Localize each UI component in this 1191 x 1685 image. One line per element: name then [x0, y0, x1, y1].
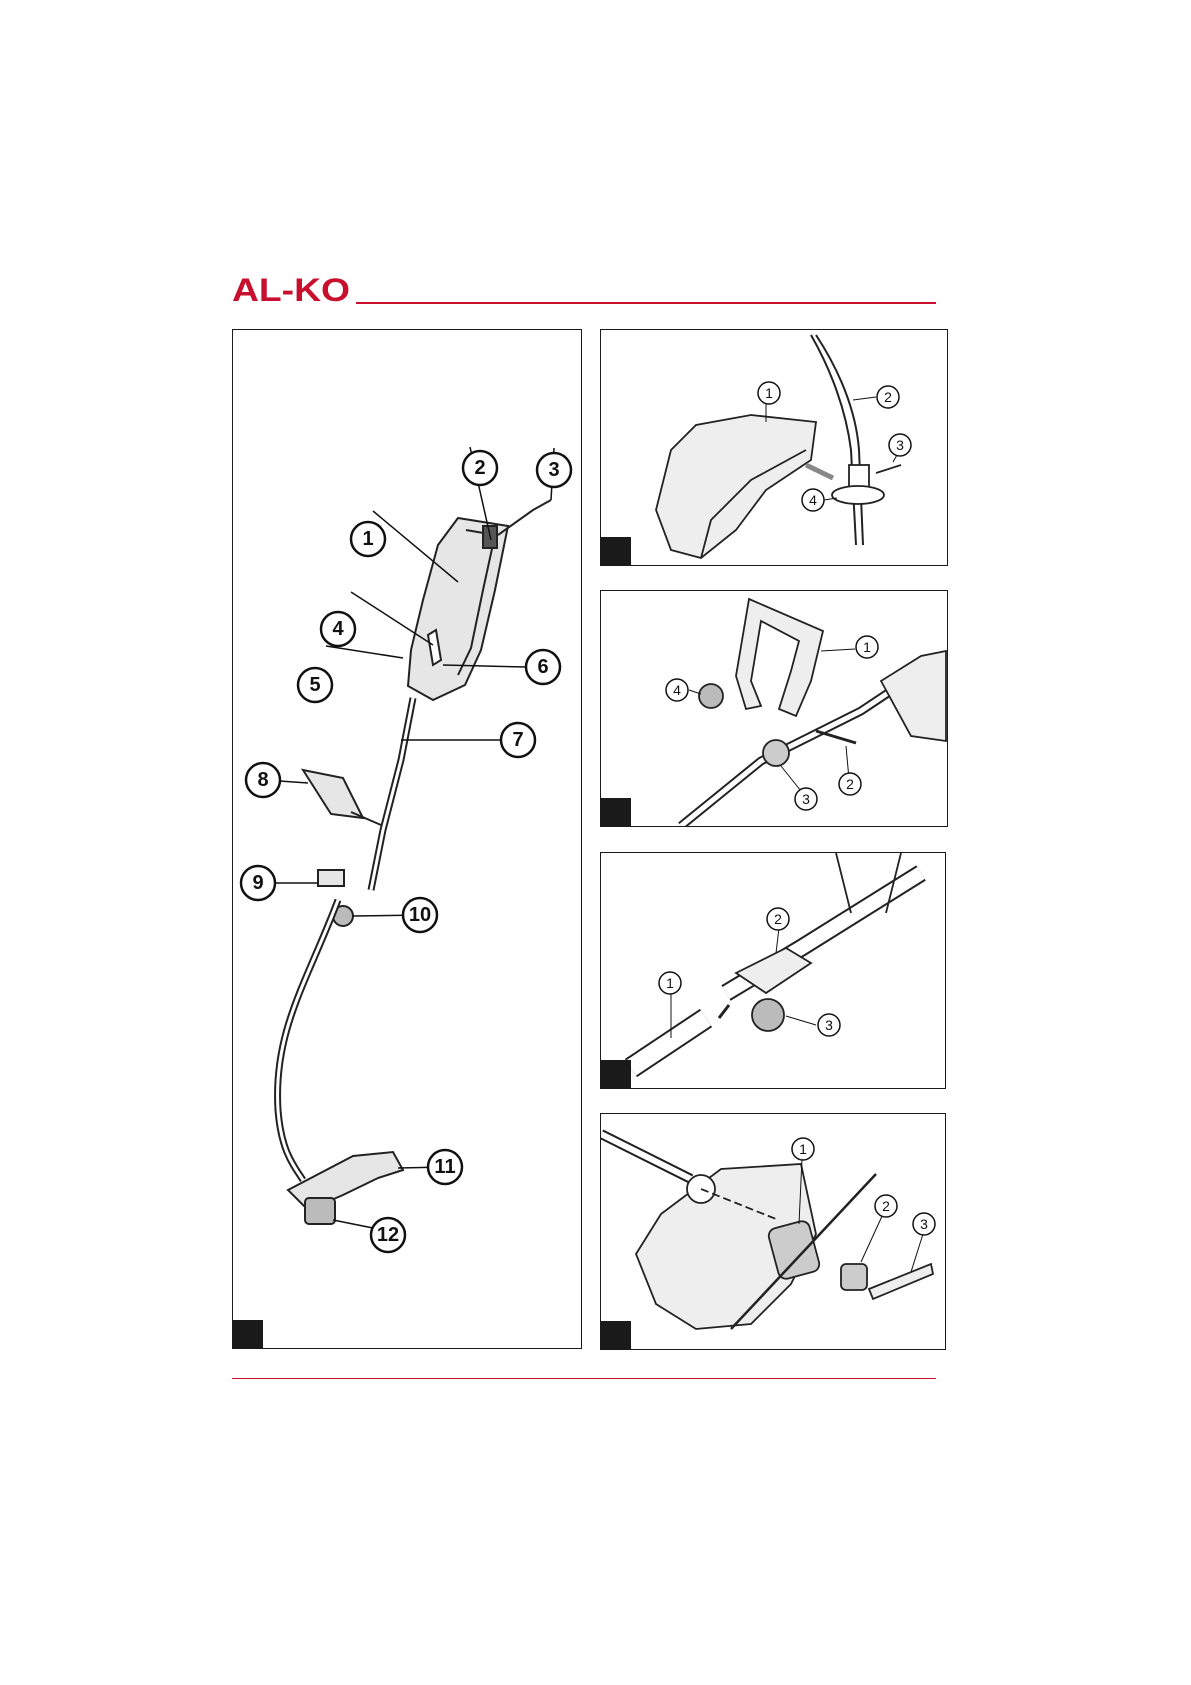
callout-10: 10 [409, 904, 431, 926]
callout-1: 1 [863, 639, 871, 655]
footer-rule [232, 1378, 936, 1379]
callout-4: 4 [673, 682, 681, 698]
trimmer-overview-drawing: 1 2 3 4 5 6 7 8 9 10 11 12 [233, 330, 582, 1349]
callout-2: 2 [474, 457, 485, 479]
figure-number-tab [601, 1060, 631, 1088]
callout-3: 3 [802, 791, 810, 807]
callout-8: 8 [257, 769, 268, 791]
figure-number-tab [601, 798, 631, 826]
callout-1: 1 [666, 975, 674, 991]
spool-assembly-drawing: 1 2 3 [601, 1114, 946, 1350]
callout-2: 2 [884, 389, 892, 405]
handle-mounting-drawing: 1 2 3 4 [601, 591, 948, 827]
callout-3: 3 [920, 1216, 928, 1232]
callout-4: 4 [332, 618, 344, 640]
callout-4: 4 [809, 492, 817, 508]
callout-1: 1 [799, 1141, 807, 1157]
callout-5: 5 [309, 674, 320, 696]
logo-text: AL-KO [232, 272, 350, 308]
al-ko-logo: AL-KO [232, 272, 352, 308]
callout-3: 3 [896, 437, 904, 453]
figure-number-tab [601, 1321, 631, 1349]
trimmer-overview-figure: 1 2 3 4 5 6 7 8 9 10 11 12 [232, 329, 582, 1349]
figure-number-tab [233, 1320, 263, 1348]
callout-6: 6 [537, 656, 548, 678]
shaft-joining-figure: 1 2 3 [600, 852, 946, 1089]
callout-3: 3 [548, 459, 559, 481]
callout-2: 2 [846, 776, 854, 792]
callout-1: 1 [362, 528, 373, 550]
shaft-joining-drawing: 1 2 3 [601, 853, 946, 1089]
handle-mounting-figure: 1 2 3 4 [600, 590, 948, 827]
callout-2: 2 [774, 911, 782, 927]
figure-number-tab [601, 537, 631, 565]
guard-mounting-drawing: 1 2 3 4 [601, 330, 948, 566]
callout-7: 7 [512, 729, 523, 751]
callout-9: 9 [252, 872, 263, 894]
callout-2: 2 [882, 1198, 890, 1214]
guard-mounting-figure: 1 2 3 4 [600, 329, 948, 566]
callout-1: 1 [765, 385, 773, 401]
header-rule [356, 302, 936, 304]
callout-3: 3 [825, 1017, 833, 1033]
callout-12: 12 [377, 1224, 399, 1246]
callout-11: 11 [434, 1156, 455, 1178]
spool-assembly-figure: 1 2 3 [600, 1113, 946, 1350]
